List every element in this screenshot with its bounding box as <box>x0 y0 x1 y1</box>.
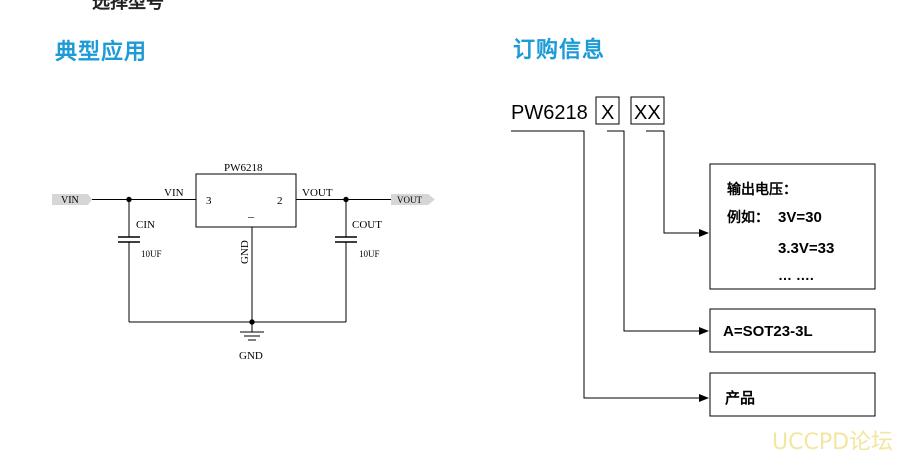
cout-label: COUT <box>352 219 382 231</box>
box-xx-label: XX <box>634 102 661 124</box>
package-box <box>709 308 876 353</box>
example-2: 3.3V=33 <box>778 240 834 257</box>
cout-value-label: 10UF <box>359 249 380 259</box>
forum-watermark: UCCPD论坛 <box>772 430 894 455</box>
voltage-title: 输出电压： <box>727 181 797 198</box>
pin2-label: 2 <box>277 195 283 207</box>
example-ellipsis: … …. <box>778 267 814 283</box>
pin3-label: 3 <box>206 195 212 207</box>
circuit-schematic <box>52 173 435 341</box>
product-label: 产品 <box>725 389 755 407</box>
ordering-connectors <box>511 130 709 402</box>
pin-vout-label: VOUT <box>302 187 333 199</box>
part-prefix: PW6218 <box>511 102 588 124</box>
package-label: A=SOT23-3L <box>723 323 813 340</box>
cin-value-label: 10UF <box>141 249 162 259</box>
vin-port-label: VIN <box>61 195 79 206</box>
ordering-info-heading: 订购信息 <box>513 38 606 63</box>
vout-port-tag <box>391 194 435 205</box>
product-box <box>709 372 876 417</box>
vin-port-tag <box>52 194 92 205</box>
typical-application-heading: 典型应用 <box>55 40 148 65</box>
voltage-box <box>709 163 876 290</box>
example-prefix: 例如： <box>727 209 769 226</box>
ground-junction-dot <box>249 319 255 325</box>
box-x <box>595 96 620 125</box>
ic-name-label: PW6218 <box>224 162 263 174</box>
pin-minus-label: – <box>247 209 255 223</box>
box-x-label: X <box>601 102 614 124</box>
gnd-pin-label: GND <box>239 240 251 264</box>
ic-body <box>195 173 297 228</box>
top-cut-text: 选择型号 <box>92 0 164 13</box>
ground-label: GND <box>239 350 263 362</box>
example-1: 3V=30 <box>778 209 822 226</box>
cin-label: CIN <box>136 219 155 231</box>
pin-vin-label: VIN <box>164 187 184 199</box>
box-xx <box>630 96 665 125</box>
vout-port-label: VOUT <box>397 195 422 205</box>
ground-symbol <box>240 331 264 341</box>
